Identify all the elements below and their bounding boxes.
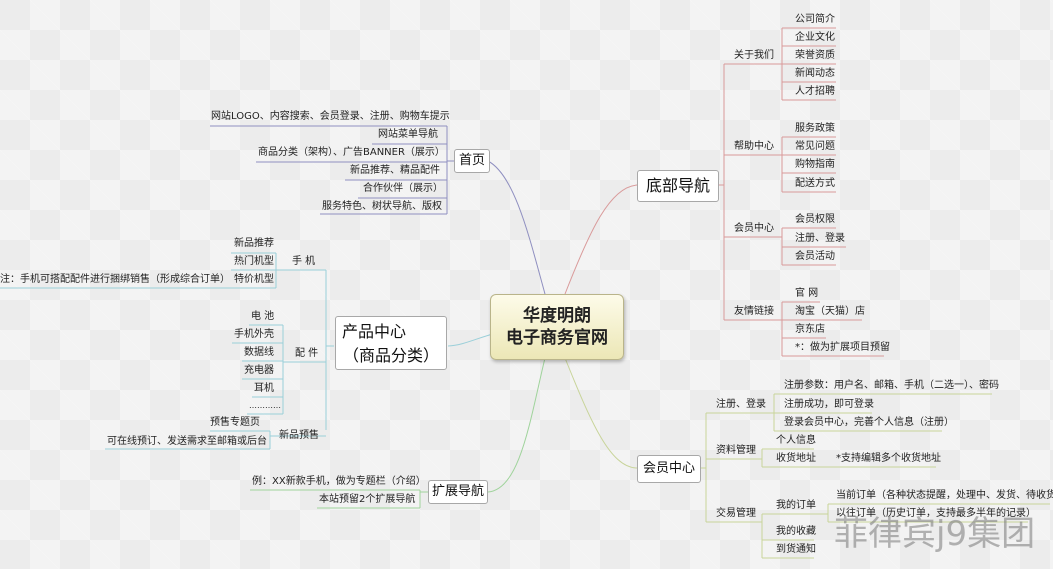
footer-member-item[interactable]: 会员权限 [795,214,835,225]
phone-item[interactable]: 热门机型 [234,256,274,267]
help-item[interactable]: 服务政策 [795,123,835,134]
links-topic[interactable]: 友情链接 [734,306,774,317]
about-item[interactable]: 人才招聘 [795,86,835,97]
help-item[interactable]: 配送方式 [795,178,835,189]
home-item[interactable]: 商品分类（架构）、广告BANNER（展示） [258,147,445,158]
home-item[interactable]: 合作伙伴（展示） [363,183,443,194]
help-item[interactable]: 购物指南 [795,159,835,170]
accessory-item[interactable]: 数据线 [244,347,274,358]
home-item[interactable]: 网站菜单导航 [378,129,438,140]
links-item[interactable]: 京东店 [795,324,825,335]
register-item[interactable]: 注册成功，即可登录 [784,399,874,410]
phone-topic[interactable]: 手 机 [292,256,316,267]
phone-item[interactable]: 新品推荐 [234,238,274,249]
member-center-topic[interactable]: 会员中心 [637,455,701,483]
footer-member-item[interactable]: 会员活动 [795,251,835,262]
presale-topic[interactable]: 新品预售 [279,430,319,441]
products-label-line2: （商品分类） [342,346,439,365]
presale-item[interactable]: 可在线预订、发送需求至邮箱或后台 [107,436,267,447]
accessories-topic[interactable]: 配 件 [295,348,319,359]
about-item[interactable]: 企业文化 [795,32,835,43]
help-item[interactable]: 常见问题 [795,141,835,152]
help-topic[interactable]: 帮助中心 [734,141,774,152]
extension-item[interactable]: 例：XX新款手机，做为专题栏（介绍） [252,476,426,487]
home-item[interactable]: 服务特色、树状导航、版权 [322,201,442,212]
profile-item[interactable]: 个人信息 [776,435,816,446]
profile-topic[interactable]: 资料管理 [716,445,756,456]
order-item[interactable]: 当前订单（各种状态提醒，处理中、发货、待收货） [836,490,1053,501]
about-item[interactable]: 公司简介 [795,14,835,25]
orders-topic[interactable]: 我的订单 [776,500,816,511]
phone-item[interactable]: 特价机型 [234,274,274,285]
products-label-line1: 产品中心 [342,322,407,341]
address-note[interactable]: *支持编辑多个收货地址 [836,453,941,464]
products-topic[interactable]: 产品中心 （商品分类） [335,316,447,370]
home-item[interactable]: 新品推荐、精品配件 [350,165,440,176]
about-item[interactable]: 新闻动态 [795,68,835,79]
home-item[interactable]: 网站LOGO、内容搜索、会员登录、注册、购物车提示 [211,111,450,122]
accessory-item[interactable]: 充电器 [244,365,274,376]
watermark-text: 菲律宾j9集团 [834,514,1036,554]
accessory-item[interactable]: ………… [249,401,281,410]
accessory-item[interactable]: 手机外壳 [234,329,274,340]
accessory-item[interactable]: 电 池 [251,311,275,322]
register-item[interactable]: 注册参数：用户名、邮箱、手机（二选一）、密码 [784,380,999,391]
footer-member-topic[interactable]: 会员中心 [734,223,774,234]
trade-item[interactable]: 我的收藏 [776,526,816,537]
accessory-item[interactable]: 耳机 [254,383,274,394]
about-item[interactable]: 荣誉资质 [795,50,835,61]
links-item[interactable]: 官 网 [795,288,819,299]
phone-note[interactable]: 注：手机可搭配配件进行捆绑销售（形成综合订单） [0,274,230,285]
central-title-line2: 电子商务官网 [506,328,608,348]
home-topic[interactable]: 首页 [454,149,490,173]
presale-item[interactable]: 预售专题页 [210,417,260,428]
footer-member-item[interactable]: 注册、登录 [795,233,845,244]
extension-item[interactable]: 本站预留2个扩展导航 [319,494,416,505]
about-topic[interactable]: 关于我们 [734,50,774,61]
order-item[interactable]: 以往订单（历史订单，支持最多半年的记录） [836,508,1036,519]
extension-topic[interactable]: 扩展导航 [428,480,488,504]
footer-nav-topic[interactable]: 底部导航 [637,170,719,202]
register-topic[interactable]: 注册、登录 [716,399,766,410]
central-title-line1: 华度明朗 [523,306,591,326]
links-item[interactable]: 淘宝（天猫）店 [795,306,865,317]
register-item[interactable]: 登录会员中心，完善个人信息（注册） [784,417,954,428]
central-topic[interactable]: 华度明朗 电子商务官网 [490,294,624,360]
trade-topic[interactable]: 交易管理 [716,508,756,519]
profile-item[interactable]: 收货地址 [776,453,816,464]
links-item[interactable]: *：做为扩展项目预留 [795,342,890,353]
trade-item[interactable]: 到货通知 [776,544,816,555]
